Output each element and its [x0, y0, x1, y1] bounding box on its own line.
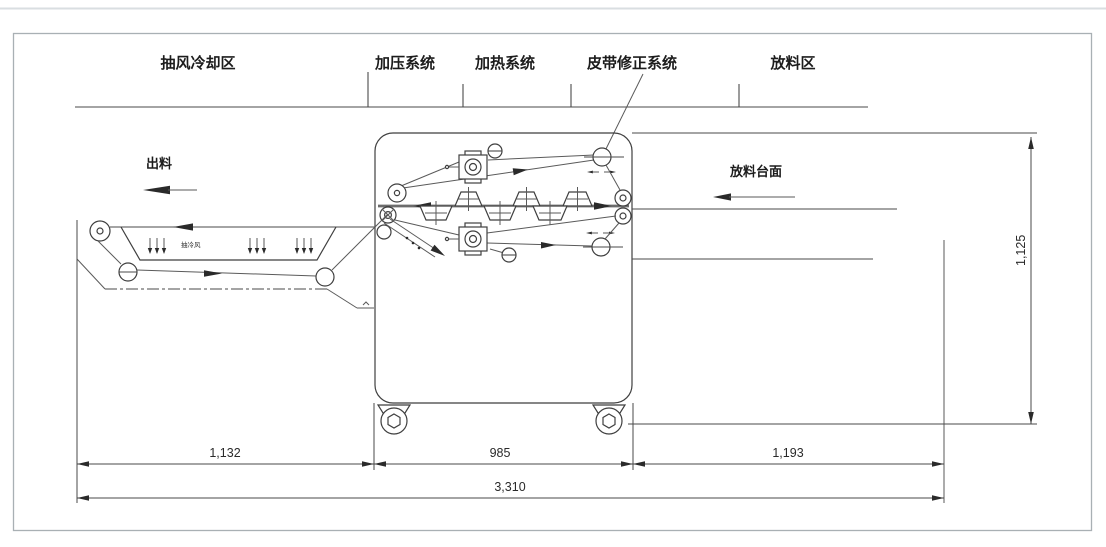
dimension-row-total: 3,310	[77, 480, 944, 501]
cooling-air-label: 抽冷风	[181, 240, 201, 249]
drawing-border	[12, 32, 1093, 532]
belt-correction-roller-bottom	[583, 231, 623, 257]
caster-left-icon	[376, 404, 412, 435]
dimension-height: 1,125	[1014, 137, 1034, 424]
zone-header: 抽风冷却区 加压系统 加热系统 皮带修正系统 放料区	[75, 54, 868, 158]
bottom-belt-assembly	[376, 206, 623, 263]
discharge-direction-arrow	[143, 185, 170, 195]
feed-table: 放料台面	[632, 164, 945, 503]
zone-label-cooling: 抽风冷却区	[160, 54, 235, 72]
zone-label-heating: 加热系统	[474, 54, 535, 72]
zone-label-feeding: 放料区	[769, 54, 815, 72]
machine-body	[374, 132, 633, 435]
top-belt-assembly	[387, 143, 632, 225]
cooling-conveyor: 出料	[76, 156, 389, 309]
dimension-label-middle: 985	[490, 446, 511, 460]
belt-align-leader-line	[601, 73, 644, 158]
conveyor-tension-roller	[118, 262, 138, 282]
conveyor-flow-arrow	[173, 223, 193, 231]
dimension-label-height: 1,125	[1014, 235, 1028, 266]
conveyor-roller-right	[315, 267, 335, 287]
heater-belt-section	[378, 187, 629, 225]
cooling-hood: 抽冷风	[120, 226, 337, 261]
discharge-label: 出料	[146, 156, 172, 171]
bottom-tensioner-motor	[444, 222, 488, 256]
belt-flow-arrow	[512, 168, 528, 176]
heater-plates-upper	[454, 187, 593, 211]
linkage-arm	[383, 218, 445, 258]
airflow-arrows	[147, 238, 314, 254]
belt-correction-roller-top	[584, 147, 624, 174]
dimensions: 1,132 985 1,193 3,310 1,125	[76, 132, 1037, 503]
zone-label-belt-align: 皮带修正系统	[587, 54, 677, 72]
return-flow-arrow	[204, 270, 222, 277]
conveyor-return-belt	[136, 269, 317, 277]
feed-direction-arrow	[713, 193, 731, 201]
belt-direction-arrow-right	[594, 202, 612, 210]
dimension-label-total: 3,310	[494, 480, 525, 494]
machine-frame	[374, 132, 633, 404]
heater-plates-lower	[419, 201, 568, 225]
feed-table-label: 放料台面	[729, 164, 782, 179]
caster-right-icon	[591, 404, 627, 435]
drive-gear-roller	[376, 206, 397, 240]
bottom-adjuster-knob	[489, 247, 517, 263]
top-tensioner-motor	[444, 150, 488, 184]
weld-mark	[362, 301, 370, 306]
belt-flow-arrow	[541, 242, 556, 249]
dimension-label-right: 1,193	[772, 446, 803, 460]
dimension-row-sections: 1,132 985 1,193	[77, 446, 944, 467]
zone-label-press: 加压系统	[374, 54, 435, 72]
dimension-label-left: 1,132	[209, 446, 240, 460]
top-adjuster-knob	[487, 143, 503, 159]
